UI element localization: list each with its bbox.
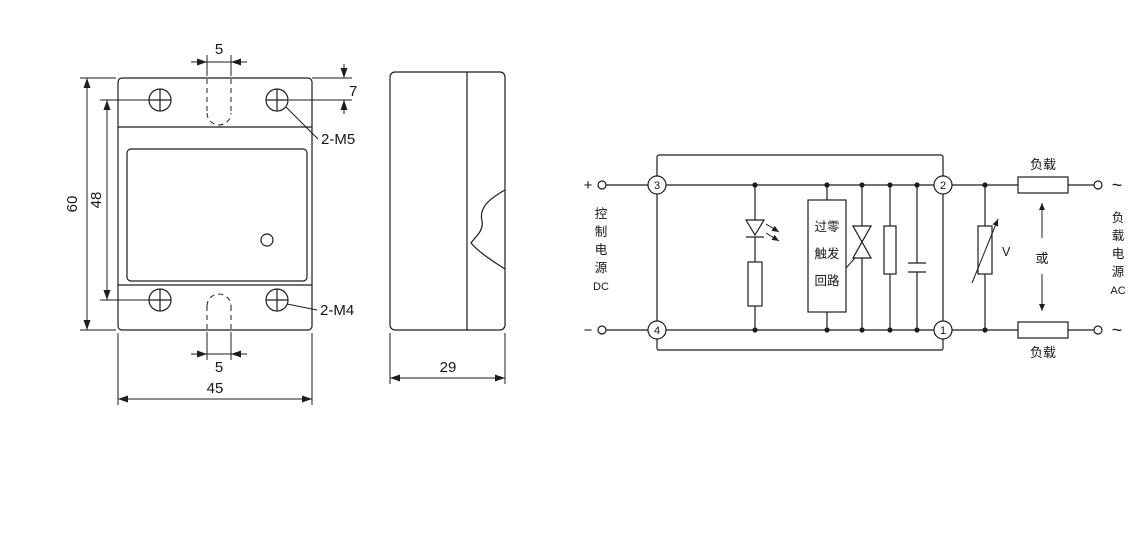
svg-text:2: 2 bbox=[940, 180, 946, 192]
terminal-4: 4 bbox=[647, 320, 667, 340]
screw-bottom-right-icon bbox=[265, 288, 289, 312]
label-screws-top: 2-M5 bbox=[321, 131, 355, 148]
callout-screws-top: 2-M5 bbox=[285, 106, 355, 148]
svg-text:源: 源 bbox=[595, 261, 608, 275]
label-screws-bottom: 2-M4 bbox=[320, 302, 354, 319]
mounting-slot-top bbox=[206, 79, 232, 126]
svg-text:源: 源 bbox=[1112, 265, 1125, 279]
svg-text:3: 3 bbox=[654, 180, 660, 192]
svg-text:1: 1 bbox=[940, 325, 946, 337]
dim-screw-spacing: 48 bbox=[88, 99, 150, 301]
terminal-minus-label: − bbox=[584, 322, 593, 339]
svg-text:DC: DC bbox=[593, 281, 609, 293]
side-body-outline bbox=[389, 71, 506, 331]
svg-text:负: 负 bbox=[1112, 211, 1125, 225]
terminal-minus-node bbox=[597, 325, 607, 335]
svg-text:回路: 回路 bbox=[814, 273, 840, 288]
dim-screw-offset-value: 7 bbox=[349, 83, 357, 100]
load-label-top: 负载 bbox=[1030, 157, 1056, 172]
svg-text:电: 电 bbox=[595, 243, 608, 257]
svg-text:4: 4 bbox=[654, 325, 660, 337]
side-view: 29 bbox=[389, 71, 506, 384]
trigger-circuit-box: 过零 触发 回路 bbox=[807, 185, 847, 330]
or-label: 或 bbox=[1035, 251, 1048, 266]
load-supply-label: 负 载 电 源 AC bbox=[1110, 211, 1125, 297]
module-outline bbox=[656, 154, 944, 351]
terminal-1: 1 bbox=[933, 320, 953, 340]
led-symbol bbox=[744, 219, 766, 237]
svg-text:载: 载 bbox=[1112, 229, 1125, 243]
dim-slot-top-value: 5 bbox=[215, 41, 223, 58]
svg-text:触发: 触发 bbox=[814, 246, 840, 261]
triac-symbol bbox=[845, 185, 873, 330]
dim-overall-height: 60 bbox=[64, 77, 116, 331]
terminal-plus-node bbox=[597, 180, 607, 190]
dim-slot-bottom: 5 bbox=[191, 332, 247, 376]
callout-screws-bottom: 2-M4 bbox=[286, 302, 354, 319]
dim-slot-bottom-value: 5 bbox=[215, 359, 223, 376]
dim-overall-height-value: 60 bbox=[64, 196, 81, 213]
led-indicator bbox=[260, 233, 274, 247]
dim-overall-width: 45 bbox=[117, 333, 313, 405]
dim-depth-value: 29 bbox=[440, 359, 457, 376]
load-top: 负载 bbox=[1017, 157, 1069, 194]
svg-text:电: 电 bbox=[1112, 247, 1125, 261]
led-emission-arrow bbox=[765, 223, 780, 233]
wiring-diagram: + − 控 制 电 源 DC 过 bbox=[584, 154, 1126, 360]
snubber-resistor bbox=[883, 185, 897, 330]
load-box-top bbox=[1017, 176, 1069, 194]
varistor-label: V bbox=[1002, 245, 1011, 259]
front-panel bbox=[126, 148, 308, 282]
front-view: 5 7 2-M5 60 48 bbox=[64, 41, 357, 405]
dim-overall-width-value: 45 bbox=[207, 380, 224, 397]
ac-terminal-bottom-node bbox=[1093, 325, 1103, 335]
or-annotation: 或 bbox=[1035, 203, 1049, 311]
svg-text:AC: AC bbox=[1110, 285, 1125, 297]
varistor-symbol: V bbox=[971, 185, 1011, 330]
mounting-slot-bottom bbox=[206, 293, 232, 329]
svg-text:制: 制 bbox=[595, 225, 608, 239]
dim-depth: 29 bbox=[389, 333, 506, 384]
screw-top-left-icon bbox=[148, 88, 172, 112]
input-resistor-symbol bbox=[747, 261, 763, 307]
dim-screw-offset: 7 bbox=[289, 64, 357, 114]
led-input-branch bbox=[744, 185, 780, 330]
load-box-bottom bbox=[1017, 321, 1069, 339]
side-clip-notch bbox=[470, 189, 506, 270]
screw-top-right-icon bbox=[265, 88, 289, 112]
snubber-capacitor bbox=[908, 185, 926, 330]
terminal-3: 3 bbox=[647, 175, 667, 195]
triac-gate bbox=[845, 257, 856, 269]
load-label-bottom: 负载 bbox=[1030, 345, 1056, 360]
led-emission-arrow bbox=[765, 232, 780, 242]
dim-screw-spacing-value: 48 bbox=[88, 192, 105, 209]
dim-slot-top: 5 bbox=[191, 41, 247, 76]
control-supply-label: 控 制 电 源 DC bbox=[593, 207, 609, 293]
load-bottom: 负载 bbox=[1017, 321, 1069, 360]
ac-symbol-bottom: ~ bbox=[1112, 320, 1123, 340]
ac-symbol-top: ~ bbox=[1112, 175, 1123, 195]
svg-text:控: 控 bbox=[595, 207, 608, 221]
terminal-plus-label: + bbox=[584, 177, 593, 194]
svg-text:过零: 过零 bbox=[814, 220, 840, 234]
ac-terminal-top-node bbox=[1093, 180, 1103, 190]
screw-bottom-left-icon bbox=[148, 288, 172, 312]
terminal-2: 2 bbox=[933, 175, 953, 195]
